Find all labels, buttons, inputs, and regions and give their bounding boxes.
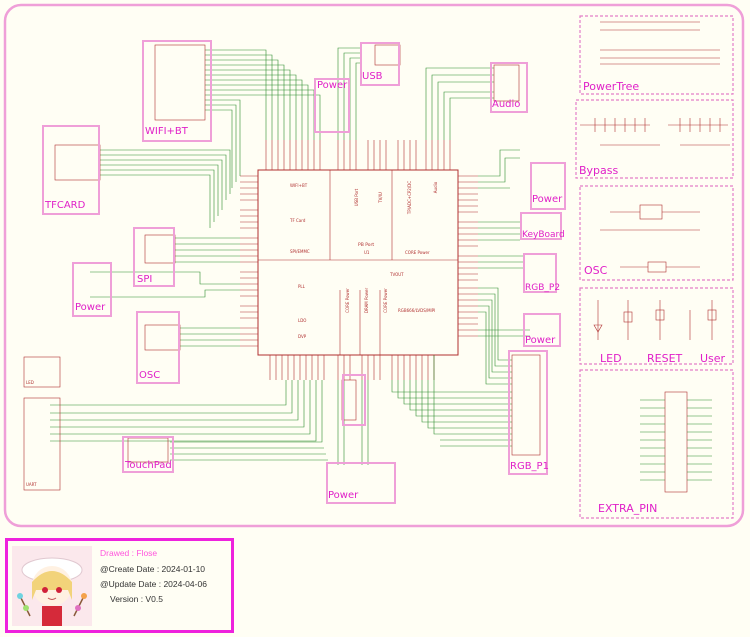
- label-reset: RESET: [647, 352, 683, 365]
- touchpad-block: [122, 436, 174, 473]
- power-right-mid-block: [523, 313, 561, 347]
- ic-label-ldo: LDO: [298, 318, 307, 323]
- label-power-right-top: Power: [532, 194, 563, 205]
- label-bypass: Bypass: [579, 164, 619, 177]
- main-ic: [240, 140, 478, 380]
- ic-label-core-power-3: CORE Power: [382, 288, 388, 313]
- label-power-left: Power: [75, 302, 106, 313]
- ic-label-tpadc: TP/ADC+CP2/DC: [407, 180, 413, 215]
- ic-label-tfcard: TF Card: [290, 218, 306, 223]
- extra-pin-leads: [640, 399, 712, 481]
- power-right-top-block: [530, 162, 566, 210]
- wires: [50, 47, 530, 465]
- spi-block: [133, 227, 175, 287]
- power-left-block: [72, 262, 112, 317]
- wifi-block: [142, 40, 212, 142]
- keyboard-block: [520, 212, 562, 240]
- main-frame: [3, 3, 745, 528]
- ic-label-audio: Audio: [433, 181, 439, 194]
- label-extra-pin: EXTRA_PIN: [598, 502, 658, 515]
- audio-block: [490, 62, 528, 113]
- label-power-top: Power: [317, 80, 348, 91]
- osc-left-block: [136, 311, 180, 384]
- version-label: Version : V0.5: [110, 594, 163, 604]
- label-rgb-p1: RGB_P1: [510, 461, 549, 472]
- label-wifi-bt: WIFI+BT: [145, 126, 188, 137]
- label-osc-left: OSC: [139, 370, 161, 381]
- ic-label-tvout: TVOUT: [390, 272, 404, 277]
- right-sections: [575, 15, 734, 519]
- label-led-small: LED: [26, 380, 34, 385]
- ic-label-designator: U1: [364, 250, 370, 255]
- label-power-right-mid: Power: [525, 335, 556, 346]
- label-osc-right: OSC: [584, 264, 608, 277]
- create-date-label: @Create Date : 2024-01-10: [100, 564, 206, 574]
- info-panel: Drawed : Flose @Create Date : 2024-01-10…: [5, 538, 234, 633]
- label-powertree: PowerTree: [583, 80, 640, 93]
- label-led: LED: [600, 352, 622, 365]
- ic-label-pbport: PB Port: [358, 243, 375, 248]
- ic-label-pll: PLL: [298, 284, 305, 289]
- label-spi: SPI: [137, 274, 153, 285]
- label-rgb-p2: RGB_P2: [525, 283, 561, 293]
- label-audio: Audio: [492, 99, 521, 110]
- label-power-bottom: Power: [328, 490, 359, 501]
- ic-label-wifi: WIFI+BT: [290, 183, 308, 188]
- label-keyboard: KeyBoard: [522, 230, 565, 240]
- label-user: User: [700, 352, 726, 365]
- power-bottom-block: [326, 462, 396, 504]
- label-touchpad: TouchPad: [125, 460, 172, 471]
- label-tfcard: TFCARD: [45, 200, 86, 211]
- ic-label-dram-power: DRAM Power: [364, 287, 370, 314]
- rgb-p1-block: [508, 350, 548, 475]
- ic-label-dvp: DVP: [298, 334, 307, 339]
- ic-label-core-power: CORE Power: [405, 250, 430, 255]
- tfcard-block: [42, 125, 100, 215]
- update-date-label: @Update Date : 2024-04-06: [100, 579, 207, 589]
- rgb-p2-block: [523, 253, 557, 293]
- label-usb: USB: [362, 71, 383, 82]
- ic-label-usb: USB Port: [354, 188, 360, 207]
- reset-small-block: [342, 374, 366, 426]
- ic-label-core-power-2: CORE Power: [344, 288, 350, 313]
- ic-label-tviu: TV/IU: [377, 192, 383, 203]
- ic-label-rgb: RGB666/LVDS/MIPI: [398, 308, 436, 313]
- label-uart-small: UART: [26, 482, 37, 487]
- connector-boxes: [23, 44, 541, 491]
- power-top-block: [314, 78, 350, 133]
- ic-label-spi: SPI/EMMC: [290, 249, 310, 254]
- usb-block: [360, 42, 400, 86]
- avatar: [12, 546, 92, 626]
- section-circuits: [580, 21, 730, 493]
- drawer-label: Drawed : Flose: [100, 548, 158, 558]
